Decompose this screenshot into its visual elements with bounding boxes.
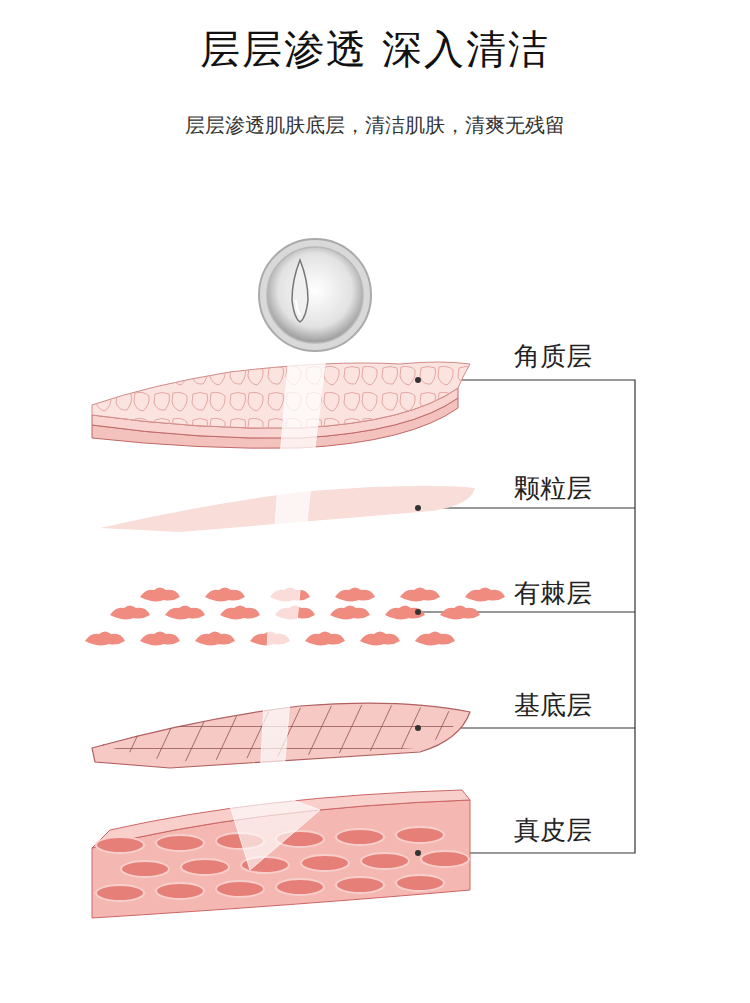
dermis-cell: [156, 835, 204, 851]
spinous-cell: [85, 632, 125, 646]
leader-lines: [418, 380, 635, 853]
spinous-cell: [415, 632, 455, 646]
dermis-cell: [336, 829, 384, 845]
spinous-cell: [165, 606, 205, 620]
spinous-cell: [110, 606, 150, 620]
spinous-cell: [305, 632, 345, 646]
dermis-cell: [276, 879, 324, 895]
spinous-cell: [360, 632, 400, 646]
corneum-layer: [92, 362, 470, 448]
dermis-cell: [121, 861, 169, 877]
spinous-cell: [140, 632, 180, 646]
spinous-cell: [465, 588, 505, 602]
layer-name: 真皮层: [512, 815, 594, 846]
penetration-arrow: [225, 340, 328, 870]
drop-icon: [259, 239, 371, 351]
subtitle: 层层渗透肌肤底层，清洁肌肤，清爽无残留: [185, 112, 565, 139]
leader-dots: [415, 377, 421, 856]
dermis-cell: [336, 877, 384, 893]
spinous-cell: [205, 588, 245, 602]
dermis-cell: [96, 885, 144, 901]
spinous-cell: [330, 606, 370, 620]
dermis-cell: [181, 859, 229, 875]
spinous-cell: [400, 588, 440, 602]
spinous-cell: [385, 606, 425, 620]
spinous-cell: [440, 606, 480, 620]
layer-name: 有棘层: [512, 578, 594, 609]
layer-name: 颗粒层: [512, 473, 594, 504]
spinous-cell: [195, 632, 235, 646]
dermis-cell: [361, 853, 409, 869]
layer-name: 基底层: [512, 690, 594, 721]
layer-name: 角质层: [512, 341, 594, 372]
spinous-cell: [220, 606, 260, 620]
dermis-cell: [396, 827, 444, 843]
dermis-cell: [216, 881, 264, 897]
spinous-cell: [335, 588, 375, 602]
dermis-cell: [301, 855, 349, 871]
dermis-cell: [96, 837, 144, 853]
dermis-cell: [396, 875, 444, 891]
dermis-cell: [156, 883, 204, 899]
spinous-cell: [140, 588, 180, 602]
page-title: 层层渗透 深入清洁: [200, 22, 551, 77]
dermis-cell: [421, 851, 469, 867]
